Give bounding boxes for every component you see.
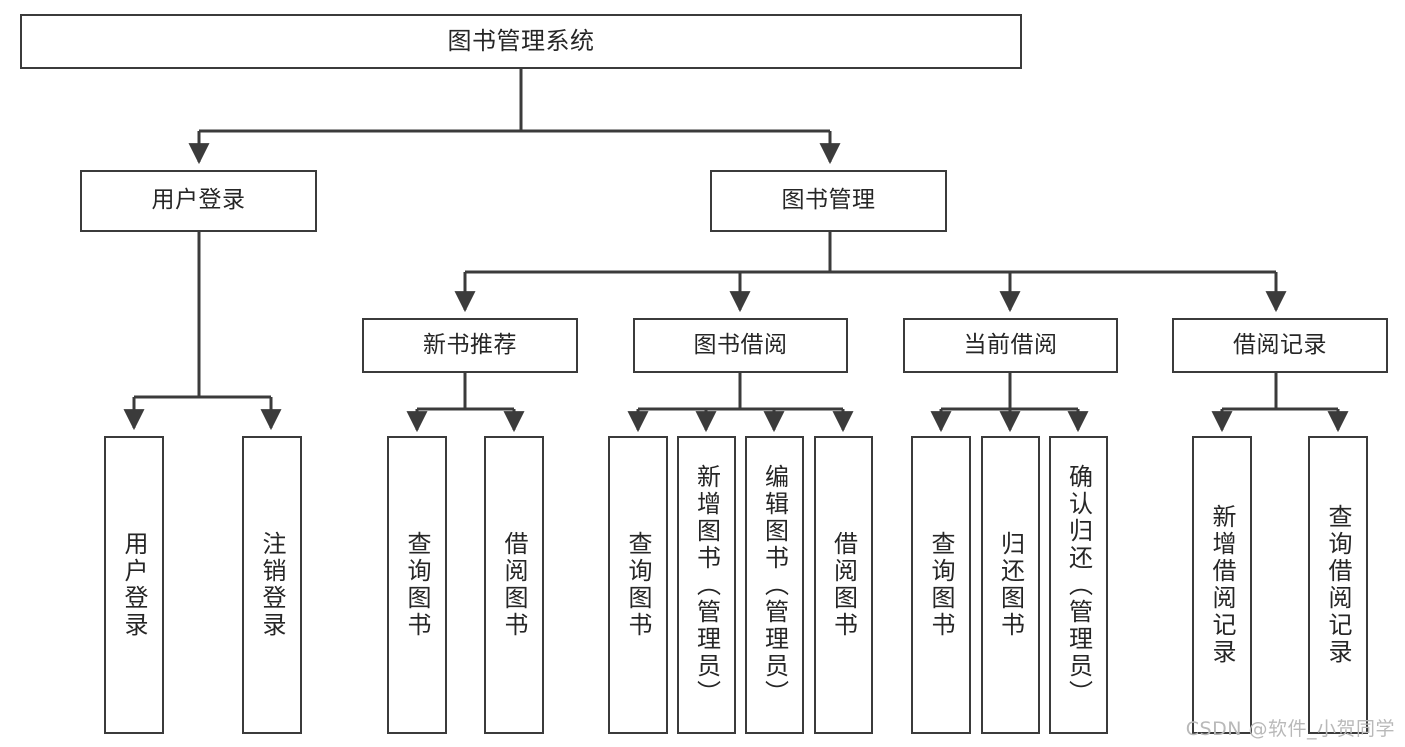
leaf-recommend-query-book[interactable]: 查询图书 xyxy=(387,436,447,734)
node-current-borrow-label: 当前借阅 xyxy=(963,331,1058,358)
node-borrow-record-label: 借阅记录 xyxy=(1233,331,1327,358)
leaf-borrow-edit-book-label: 编辑图书（管理员） xyxy=(760,463,789,707)
node-book-borrow[interactable]: 图书借阅 xyxy=(633,318,848,373)
leaf-borrow-borrow-book-label: 借阅图书 xyxy=(829,531,858,639)
leaf-borrow-query-book-label: 查询图书 xyxy=(624,531,652,639)
node-book-borrow-label: 图书借阅 xyxy=(693,331,788,358)
node-user-login-label: 用户登录 xyxy=(151,187,246,214)
leaf-current-confirm-return[interactable]: 确认归还（管理员） xyxy=(1049,436,1108,734)
leaf-current-query-book-label: 查询图书 xyxy=(927,531,955,639)
leaf-user-login-logout-label: 注销登录 xyxy=(258,531,286,639)
node-borrow-record[interactable]: 借阅记录 xyxy=(1172,318,1388,373)
leaf-user-login-login[interactable]: 用户登录 xyxy=(104,436,164,734)
node-current-borrow[interactable]: 当前借阅 xyxy=(903,318,1118,373)
leaf-record-query-record-label: 查询借阅记录 xyxy=(1324,504,1352,666)
leaf-current-confirm-return-label: 确认归还（管理员） xyxy=(1064,463,1093,707)
node-book-management-label: 图书管理 xyxy=(781,187,876,214)
leaf-recommend-borrow-book-label: 借阅图书 xyxy=(500,531,528,639)
leaf-record-add-record-label: 新增借阅记录 xyxy=(1208,504,1236,666)
leaf-borrow-edit-book[interactable]: 编辑图书（管理员） xyxy=(745,436,804,734)
leaf-current-return-book[interactable]: 归还图书 xyxy=(981,436,1040,734)
node-book-management[interactable]: 图书管理 xyxy=(710,170,947,232)
leaf-borrow-add-book[interactable]: 新增图书（管理员） xyxy=(677,436,736,734)
leaf-user-login-logout[interactable]: 注销登录 xyxy=(242,436,302,734)
leaf-record-query-record[interactable]: 查询借阅记录 xyxy=(1308,436,1368,734)
watermark-text: CSDN @软件_小贺同学 xyxy=(1185,718,1395,740)
leaf-recommend-borrow-book[interactable]: 借阅图书 xyxy=(484,436,544,734)
leaf-current-return-book-label: 归还图书 xyxy=(996,531,1025,639)
node-new-book-recommend[interactable]: 新书推荐 xyxy=(362,318,578,373)
leaf-borrow-borrow-book[interactable]: 借阅图书 xyxy=(814,436,873,734)
leaf-user-login-login-label: 用户登录 xyxy=(120,531,148,639)
node-new-book-recommend-label: 新书推荐 xyxy=(423,331,517,358)
leaf-current-query-book[interactable]: 查询图书 xyxy=(911,436,971,734)
leaf-recommend-query-book-label: 查询图书 xyxy=(403,531,431,639)
node-root[interactable]: 图书管理系统 xyxy=(20,14,1022,69)
node-user-login[interactable]: 用户登录 xyxy=(80,170,317,232)
leaf-borrow-query-book[interactable]: 查询图书 xyxy=(608,436,668,734)
leaf-borrow-add-book-label: 新增图书（管理员） xyxy=(692,463,721,707)
leaf-record-add-record[interactable]: 新增借阅记录 xyxy=(1192,436,1252,734)
node-root-label: 图书管理系统 xyxy=(447,27,595,56)
